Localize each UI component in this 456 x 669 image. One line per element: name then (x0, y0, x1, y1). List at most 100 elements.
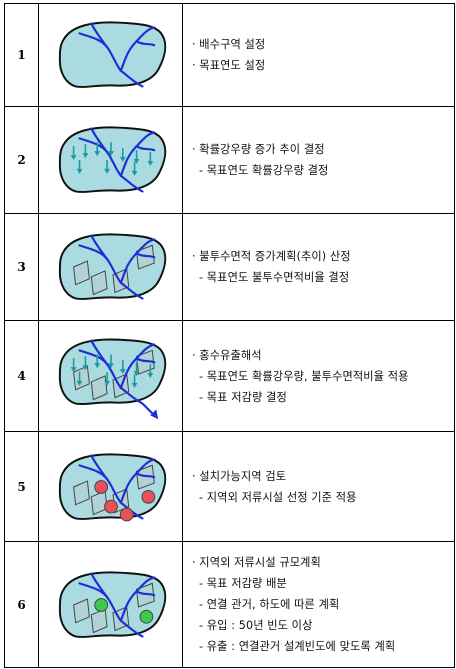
rain-arrow-head-icon (70, 367, 77, 373)
storage-facility-marker (93, 597, 108, 612)
impervious-parcel (72, 260, 90, 286)
storage-facility-marker (139, 609, 153, 624)
basin-map-figure (58, 570, 166, 638)
rain-arrow-head-icon (107, 151, 114, 157)
step-description: · 홍수유출해석 - 목표연도 확률강우량, 불투수면적비율 적용 - 목표 저… (182, 320, 455, 432)
step-row: 1 · 배수구역 설정 · 목표연도 설정 (4, 3, 455, 107)
basin-map-figure (58, 233, 166, 300)
step-number: 3 (4, 213, 39, 321)
river-line (119, 619, 144, 638)
step-description: · 배수구역 설정 · 목표연도 설정 (182, 3, 455, 107)
step-detail: - 유입 : 50년 빈도 이상 (199, 619, 313, 632)
impervious-parcel (90, 270, 108, 296)
step-figure-cell (38, 431, 183, 542)
basin-map-figure (58, 21, 166, 88)
rain-arrow-head-icon (103, 168, 110, 174)
step-row: 3 · 불투수면적 증가계획(추이) 산정 - 목표연도 불투수면적비율 결정 (4, 213, 455, 321)
impervious-parcel (72, 479, 90, 505)
basin-map-figure (58, 452, 166, 521)
step-title: · 설치가능지역 검토 (192, 469, 287, 483)
step-detail: - 목표연도 확률강우량, 불투수면적비율 적용 (199, 369, 409, 383)
river-line (89, 22, 108, 49)
river-line (89, 234, 108, 261)
river-line (89, 453, 108, 480)
rain-arrow-head-icon (131, 170, 138, 176)
river-line (89, 339, 108, 366)
step-number: 2 (4, 106, 39, 214)
step-detail: - 목표연도 불투수면적비율 결정 (199, 271, 350, 284)
step-figure-cell (38, 320, 183, 432)
rain-arrow-head-icon (107, 363, 114, 369)
river-line (134, 589, 155, 596)
rain-arrow-head-icon (93, 151, 100, 157)
rain-arrow-head-icon (76, 168, 82, 174)
outflow-arrow-icon (149, 409, 158, 420)
impervious-parcel (72, 365, 90, 391)
rain-arrow-head-icon (119, 369, 126, 375)
step-detail: - 유출 : 연결관거 설계빈도에 맞도록 계획 (199, 640, 396, 653)
impervious-parcel (72, 597, 90, 623)
candidate-site-marker (119, 507, 134, 521)
step-row: 4 · 홍수유출해석 - 목표연도 확률강우량, 불투수면적비율 적용 - 목표… (4, 320, 455, 432)
step-detail: - 목표 저감량 결정 (199, 390, 287, 404)
rain-arrow-head-icon (133, 159, 140, 164)
rain-arrow-head-icon (93, 363, 100, 369)
rain-arrow-head-icon (131, 382, 138, 388)
step-title: · 불투수면적 증가계획(추이) 산정 (192, 250, 351, 263)
candidate-site-marker (140, 489, 155, 504)
basin-map-figure (58, 338, 166, 420)
rain-arrow-head-icon (70, 155, 77, 160)
basin-map-figure (58, 126, 166, 193)
river-line (134, 40, 155, 47)
candidate-site-marker (93, 479, 108, 494)
step-number: 6 (4, 541, 39, 668)
step-title: · 배수구역 설정 (192, 38, 266, 51)
step-number: 1 (4, 3, 39, 107)
process-steps-table: 1 · 배수구역 설정 · 목표연도 설정 2 · 확률강우량 증가 추이 결정… (4, 3, 455, 668)
river-line (134, 357, 155, 364)
rain-arrow-head-icon (81, 153, 88, 159)
river-line (119, 174, 144, 193)
step-detail: - 목표 저감량 배분 (199, 577, 287, 590)
step-figure-cell (38, 3, 183, 107)
river-line (119, 386, 144, 405)
rain-arrow-head-icon (81, 365, 88, 371)
step-description: · 불투수면적 증가계획(추이) 산정 - 목표연도 불투수면적비율 결정 (182, 213, 455, 321)
impervious-parcel (90, 375, 108, 401)
step-figure-cell (38, 106, 183, 214)
step-description: · 지역외 저류시설 규모계획 - 목표 저감량 배분 - 연결 관거, 하도에… (182, 541, 455, 668)
step-title: · 목표연도 설정 (192, 59, 266, 72)
step-figure-cell (38, 541, 183, 668)
impervious-parcel (135, 464, 155, 490)
river-line (134, 145, 155, 152)
step-number: 5 (4, 431, 39, 542)
step-detail: - 지역외 저류시설 선정 기준 적용 (199, 490, 357, 504)
rain-arrow-head-icon (103, 380, 110, 386)
rain-arrow-head-icon (146, 160, 153, 166)
candidate-site-marker (103, 499, 118, 514)
river-line (134, 471, 155, 478)
river-line (89, 571, 108, 598)
river-line (134, 252, 155, 259)
step-description: · 설치가능지역 검토 - 지역외 저류시설 선정 기준 적용 (182, 431, 455, 542)
step-detail: - 목표연도 확률강우량 결정 (199, 164, 329, 177)
river-line (119, 281, 144, 300)
rain-arrow-head-icon (146, 373, 153, 378)
rain-arrow-head-icon (133, 371, 140, 376)
step-number: 4 (4, 320, 39, 432)
rain-arrow-head-icon (76, 380, 82, 386)
impervious-parcel (135, 582, 155, 608)
step-description: · 확률강우량 증가 추이 결정 - 목표연도 확률강우량 결정 (182, 106, 455, 214)
step-row: 2 · 확률강우량 증가 추이 결정 - 목표연도 확률강우량 결정 (4, 106, 455, 214)
rain-arrow-head-icon (119, 157, 126, 162)
impervious-parcel (135, 244, 155, 270)
river-line (89, 127, 108, 154)
step-detail: - 연결 관거, 하도에 따른 계획 (199, 598, 340, 611)
step-title: · 홍수유출해석 (192, 348, 262, 362)
river-line (119, 69, 144, 88)
step-row: 5 · 설치가능지역 검토 - 지역외 저류시설 선정 기준 적용 (4, 431, 455, 542)
step-title: · 확률강우량 증가 추이 결정 (192, 143, 325, 156)
step-row: 6 · 지역외 저류시설 규모계획 - 목표 저감량 배분 - 연결 관거, 하… (4, 541, 455, 668)
step-title: · 지역외 저류시설 규모계획 (192, 556, 321, 569)
